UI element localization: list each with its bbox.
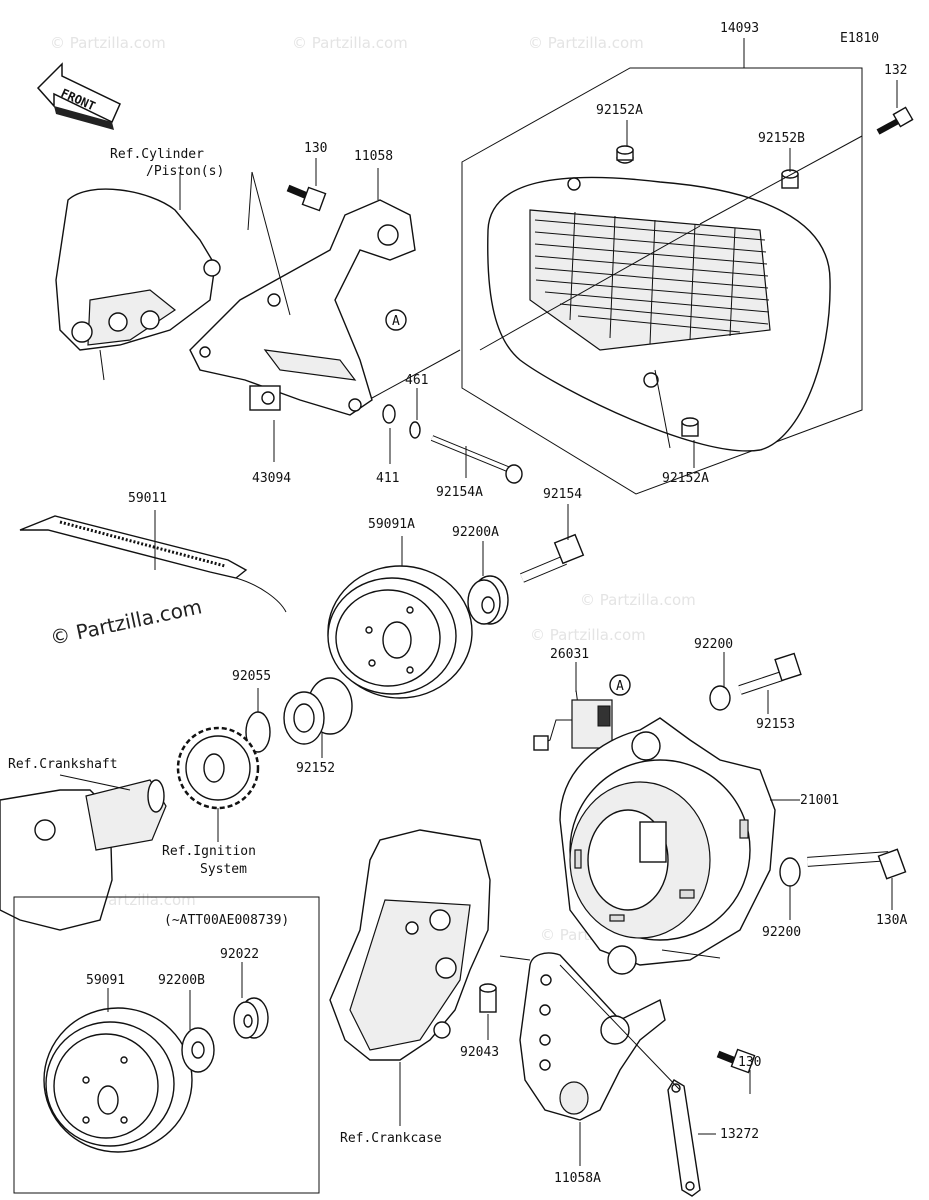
- leader-line: [371, 349, 461, 399]
- watermark: © Partzilla.com: [528, 34, 644, 52]
- label-14093: 14093: [720, 21, 759, 36]
- early-model-inset-box: [13, 896, 320, 1194]
- cylinder-reference-casting: [55, 188, 221, 381]
- watermark: © Partzilla.com: [292, 34, 408, 52]
- sprocket-ignition-reference: [176, 726, 260, 810]
- label-59091: 59091: [86, 973, 125, 988]
- part-labels: 14093 132 92152A 92152B 130 11058 Ref.Cy…: [8, 21, 907, 1186]
- label-92152: 92152: [296, 761, 335, 776]
- watermark: © Partzilla.com: [50, 34, 166, 52]
- label-inset-serial: (~ATT00AE008739): [164, 913, 289, 928]
- leader-line: [559, 964, 681, 1091]
- label-92153: 92153: [756, 717, 795, 732]
- label-13272: 13272: [720, 1127, 759, 1142]
- washer-92200a: [467, 575, 509, 625]
- crankshaft-reference: [0, 779, 167, 931]
- label-92055: 92055: [232, 669, 271, 684]
- leader-line: [661, 949, 721, 959]
- label-130a: 130A: [876, 913, 907, 928]
- label-92200a: 92200A: [452, 525, 499, 540]
- label-59091a: 59091A: [368, 517, 415, 532]
- pulley-59091: [43, 1007, 193, 1153]
- ref-a-marker-top: [385, 309, 407, 331]
- washer-92200-top: [709, 685, 731, 711]
- label-ref-cylinder: Ref.Cylinder: [110, 147, 204, 162]
- label-92022: 92022: [220, 947, 259, 962]
- pulley-59091a: [327, 565, 473, 699]
- collar-92152a-bottom: [681, 417, 699, 437]
- label-59011: 59011: [128, 491, 167, 506]
- watermark: © Partzilla.com: [530, 626, 646, 644]
- crankcase-reference: [329, 829, 491, 1061]
- front-arrow-icon: FRONT: [36, 62, 121, 130]
- label-92152a-top: 92152A: [596, 103, 643, 118]
- dowel-92043: [479, 983, 497, 1013]
- label-ref-piston: /Piston(s): [146, 164, 224, 179]
- label-411: 411: [376, 471, 399, 486]
- collar-92152b: [781, 169, 799, 189]
- label-ref-ignition: Ref.Ignition: [162, 844, 256, 859]
- washer-92200-bottom: [779, 857, 801, 887]
- label-92154: 92154: [543, 487, 582, 502]
- label-system: System: [200, 862, 247, 877]
- bracket-11058a: [519, 952, 666, 1121]
- leader-line: [499, 955, 531, 961]
- label-92200-top: 92200: [694, 637, 733, 652]
- label-92152a-bottom: 92152A: [662, 471, 709, 486]
- label-ref-crankshaft: Ref.Crankshaft: [8, 757, 118, 772]
- label-92043: 92043: [460, 1045, 499, 1060]
- collar-92152: [283, 677, 353, 745]
- watermark: © Partzilla.com: [80, 891, 196, 909]
- label-11058: 11058: [354, 149, 393, 164]
- bolt-92153: [738, 652, 802, 695]
- leader-line: [479, 225, 701, 351]
- label-132: 132: [884, 63, 907, 78]
- label-92200b: 92200B: [158, 973, 205, 988]
- watermark: © Partzilla.com: [580, 591, 696, 609]
- diagram-code: E1810: [840, 31, 879, 46]
- bolt-130a: [807, 848, 907, 880]
- bolt-130-top: [286, 184, 327, 212]
- alternator-21001: [559, 717, 776, 975]
- label-43094: 43094: [252, 471, 291, 486]
- label-leaders: [59, 38, 898, 1166]
- bolt-92154a: [430, 435, 523, 484]
- washer-461: [409, 421, 421, 439]
- label-461: 461: [405, 373, 428, 388]
- bracket-11058: [189, 199, 416, 416]
- ref-a-label: A: [392, 314, 400, 329]
- leader-line: [251, 171, 291, 316]
- ref-a-label: A: [616, 679, 624, 694]
- label-92200-bottom: 92200: [762, 925, 801, 940]
- alternator-cover: [487, 176, 831, 452]
- label-130-bottom: 130: [738, 1055, 761, 1070]
- collar-92152a-top: [616, 145, 634, 164]
- bolt-92154: [520, 533, 585, 583]
- leader-line: [699, 135, 863, 225]
- leader-line: [247, 171, 253, 231]
- bolt-130-bottom: [716, 1048, 756, 1074]
- label-ref-crankcase: Ref.Crankcase: [340, 1131, 442, 1146]
- washer-92022: [233, 997, 269, 1039]
- label-130-top: 130: [304, 141, 327, 156]
- washer-411: [382, 404, 396, 424]
- bolt-132: [876, 106, 914, 135]
- ref-a-marker-bottom: [609, 674, 631, 696]
- label-21001: 21001: [800, 793, 839, 808]
- nut-43094: [249, 385, 281, 411]
- label-11058a: 11058A: [554, 1171, 601, 1186]
- brand-watermark: © Partzilla.com: [48, 594, 204, 650]
- label-26031: 26031: [550, 647, 589, 662]
- label-92152b: 92152B: [758, 131, 805, 146]
- cover-assembly-outline: [461, 60, 863, 495]
- belt-59011: [19, 515, 287, 613]
- label-92154a: 92154A: [436, 485, 483, 500]
- strap-13272: [667, 1079, 701, 1197]
